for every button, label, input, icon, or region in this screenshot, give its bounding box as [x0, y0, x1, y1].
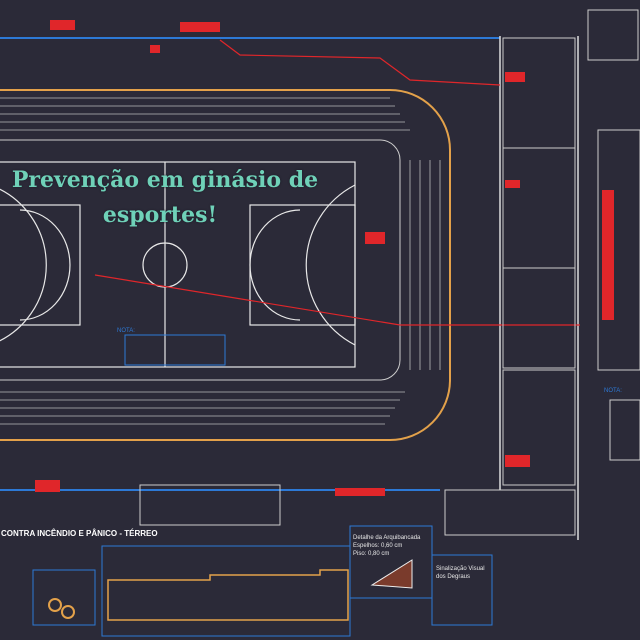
- court-note: NOTA:: [117, 328, 135, 334]
- right-note: NOTA:: [604, 388, 622, 394]
- detail-title: Detalhe da Arquibancada: [353, 535, 421, 541]
- signage-line2: dos Degraus: [436, 574, 471, 580]
- plan-label: CONTRA INCÊNDIO E PÂNICO - TÉRREO: [0, 529, 159, 538]
- detail-line1: Espelhos: 0,60 cm: [353, 543, 403, 549]
- overlay-title-line2: esportes!: [102, 202, 218, 228]
- overlay-title-line1: Prevenção em ginásio de: [11, 167, 319, 193]
- signage-title: Sinalização Visual: [436, 566, 485, 572]
- detail-line2: Piso: 0,80 cm: [353, 551, 390, 557]
